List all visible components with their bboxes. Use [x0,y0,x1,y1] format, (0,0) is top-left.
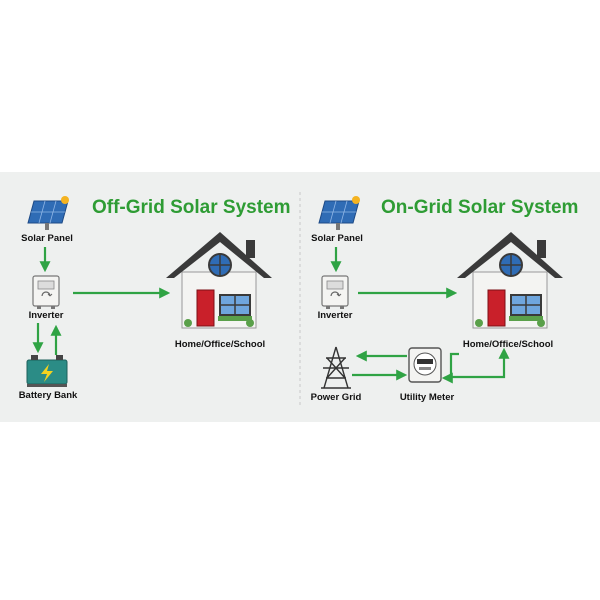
house-icon [165,231,273,329]
off-grid-title: Off-Grid Solar System [92,197,291,218]
off-grid-home-label: Home/Office/School [174,339,266,350]
battery-icon [26,355,68,387]
utility-meter-label: Utility Meter [399,392,455,403]
solar-panel-icon [318,195,361,231]
power-tower-icon [321,346,351,389]
on-grid-home-label: Home/Office/School [462,339,554,350]
arrow-home-to-meter [441,352,459,384]
inverter-icon [32,275,60,310]
arrow-meter-to-home [451,347,510,379]
on-grid-solar-panel-label: Solar Panel [311,233,363,244]
house-icon [456,231,564,329]
solar-panel-icon [27,195,70,231]
off-grid-battery-label: Battery Bank [18,390,78,401]
inverter-icon [321,275,349,310]
utility-meter-icon [408,347,442,383]
on-grid-inverter-label: Inverter [317,310,353,321]
off-grid-inverter-label: Inverter [28,310,64,321]
power-grid-label: Power Grid [310,392,362,403]
on-grid-title: On-Grid Solar System [381,197,579,218]
off-grid-solar-panel-label: Solar Panel [21,233,73,244]
